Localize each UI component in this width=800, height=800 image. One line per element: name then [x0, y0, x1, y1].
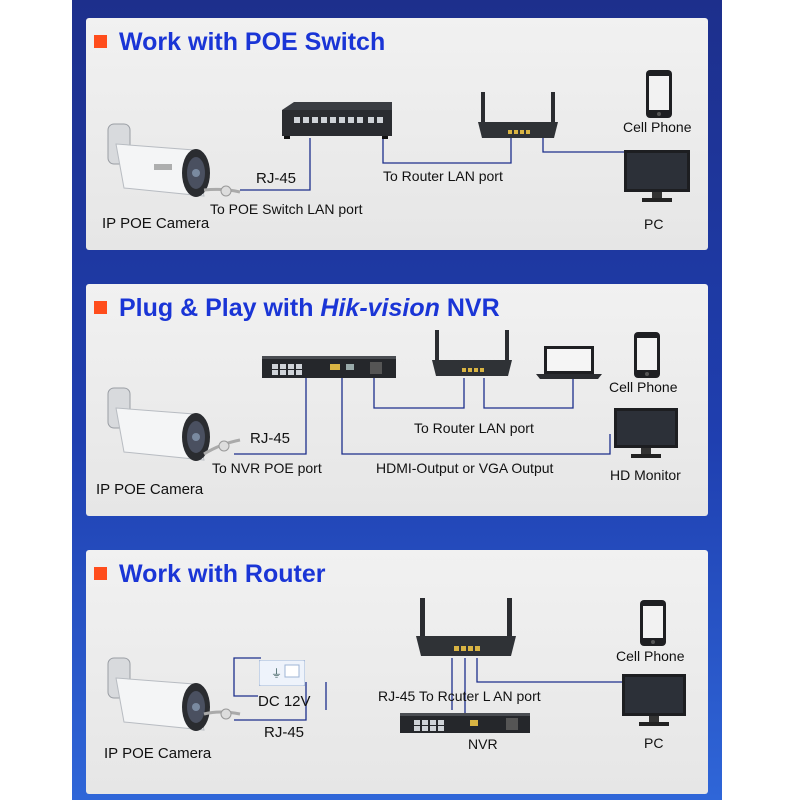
pc-monitor-icon	[614, 408, 678, 462]
label-to-router: To Router LAN port	[414, 420, 534, 436]
bullet-square-icon	[94, 301, 107, 314]
section-title: Work with Router	[94, 560, 325, 589]
label-monitor: HD Monitor	[610, 467, 681, 483]
label-rj45: RJ-45	[250, 430, 291, 447]
cell-phone-icon	[634, 332, 660, 378]
section-title-brand: Hik-vision	[320, 294, 440, 322]
camera-icon	[94, 382, 244, 477]
router-icon	[478, 92, 558, 140]
section-title: Work with POE Switch	[94, 28, 385, 57]
section-title: Plug & Play with Hik-vision NVR	[94, 294, 500, 323]
label-nvr: NVR	[468, 736, 498, 752]
panel-poe-switch: Work with POE Switch	[86, 18, 708, 250]
section-title-text: Work with Router	[119, 560, 326, 588]
pc-monitor-icon	[624, 150, 690, 205]
pc-monitor-icon	[622, 674, 686, 730]
camera-icon	[94, 118, 244, 213]
connection-lines	[233, 657, 622, 721]
cell-phone-icon	[646, 70, 672, 118]
svg-text:⏚: ⏚	[271, 667, 282, 680]
label-camera: IP POE Camera	[96, 481, 204, 498]
laptop-icon	[536, 346, 602, 380]
bullet-square-icon	[94, 35, 107, 48]
label-pc: PC	[644, 735, 664, 751]
connection-lines	[234, 378, 611, 455]
poe-switch-icon	[278, 102, 396, 142]
label-cell-phone: Cell Phone	[623, 119, 692, 135]
label-rj45: RJ-45	[256, 170, 297, 187]
label-camera: IP POE Camera	[102, 215, 210, 232]
nvr-icon	[400, 713, 530, 735]
section-title-text: Work with POE Switch	[119, 28, 386, 56]
label-rj45: RJ-45	[264, 724, 305, 741]
label-hdmi: HDMI-Output or VGA Output	[376, 460, 554, 476]
connection-lines	[240, 138, 626, 191]
label-to-router: To Router LAN port	[383, 168, 503, 184]
label-to-nvr: To NVR POE port	[212, 460, 322, 476]
panel-router: Work with Router ⏚	[86, 550, 708, 794]
label-pc: PC	[644, 216, 664, 232]
router-icon	[432, 330, 512, 378]
label-cell-phone: Cell Phone	[609, 379, 678, 395]
router-icon	[416, 598, 516, 658]
label-rj45-router: RJ-45 To Rcuter L AN port	[378, 688, 541, 704]
camera-icon	[94, 654, 244, 744]
section-title-prefix: Plug & Play with	[119, 294, 321, 322]
bullet-square-icon	[94, 567, 107, 580]
label-dc: DC 12V	[258, 693, 311, 710]
label-to-switch: To POE Switch LAN port	[210, 201, 363, 217]
panel-nvr: Plug & Play with Hik-vision NVR	[86, 284, 708, 516]
label-camera: IP POE Camera	[104, 745, 212, 762]
section-title-suffix: NVR	[439, 294, 500, 322]
label-cell-phone: Cell Phone	[616, 648, 685, 664]
nvr-icon	[262, 356, 396, 380]
power-adapter-icon: ⏚	[259, 660, 305, 686]
cell-phone-icon	[640, 600, 666, 646]
